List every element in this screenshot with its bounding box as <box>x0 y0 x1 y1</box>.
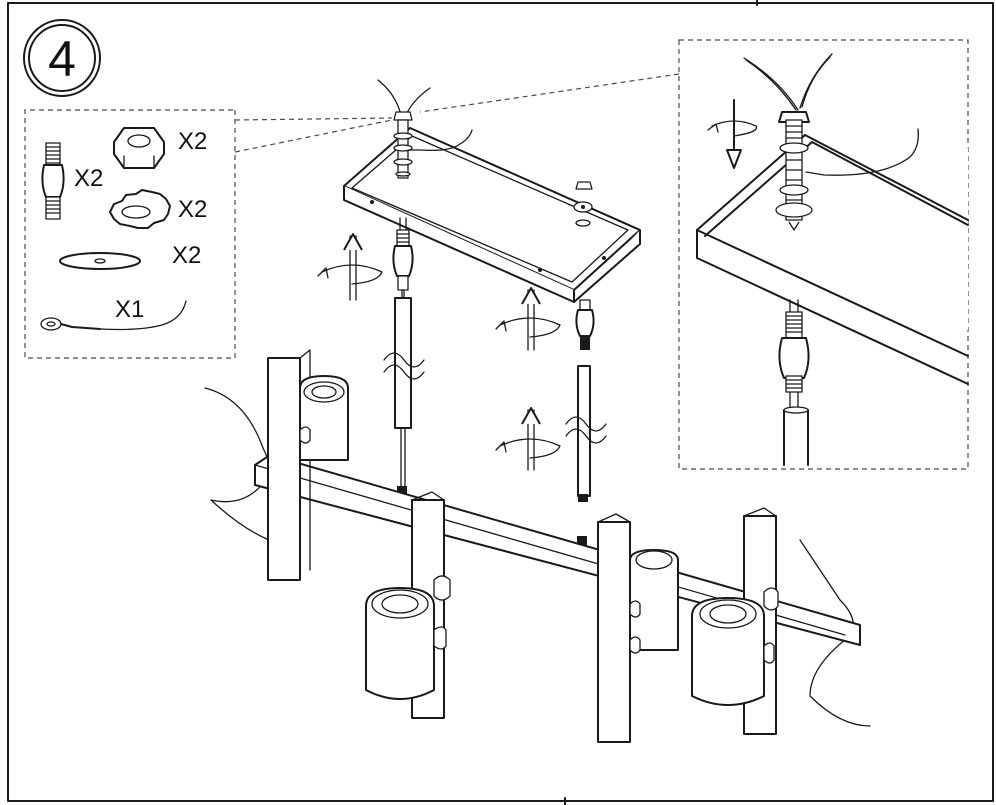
fixture-post-right-front <box>691 507 779 735</box>
nut-quantity: X2 <box>178 128 207 155</box>
flat-washer-quantity: X2 <box>172 242 201 269</box>
lock-washer-quantity: X2 <box>178 196 207 223</box>
ground-wire-quantity: X1 <box>115 296 144 323</box>
parts-list-box: X2 X2 X2 X2 X1 <box>24 109 393 359</box>
lock-washer-icon <box>109 189 171 229</box>
step-number-badge: 4 <box>23 19 101 97</box>
rotation-arrow-icon-middle <box>495 287 561 351</box>
detail-zoom-box <box>419 39 969 470</box>
ground-wire-icon <box>40 300 187 331</box>
rotation-arrow-icon-lower <box>495 407 561 471</box>
step-number: 4 <box>48 31 76 87</box>
rotation-arrow-icon-left <box>317 233 383 301</box>
fixture-post-right-back <box>597 513 679 743</box>
right-hanging-rod <box>565 299 607 550</box>
page-frame <box>7 0 994 805</box>
fixture-post-left-back <box>267 349 311 581</box>
hex-nut-icon <box>113 127 165 169</box>
spotlight-left-back <box>299 375 349 461</box>
threaded-coupler-icon <box>41 142 65 220</box>
rotation-arrow-icon <box>707 99 758 169</box>
left-hanging-rod <box>383 217 425 500</box>
flat-washer-icon <box>59 252 141 270</box>
fixture-post-left-front <box>365 491 451 719</box>
canopy-plate <box>343 79 641 303</box>
coupler-quantity: X2 <box>74 165 103 192</box>
